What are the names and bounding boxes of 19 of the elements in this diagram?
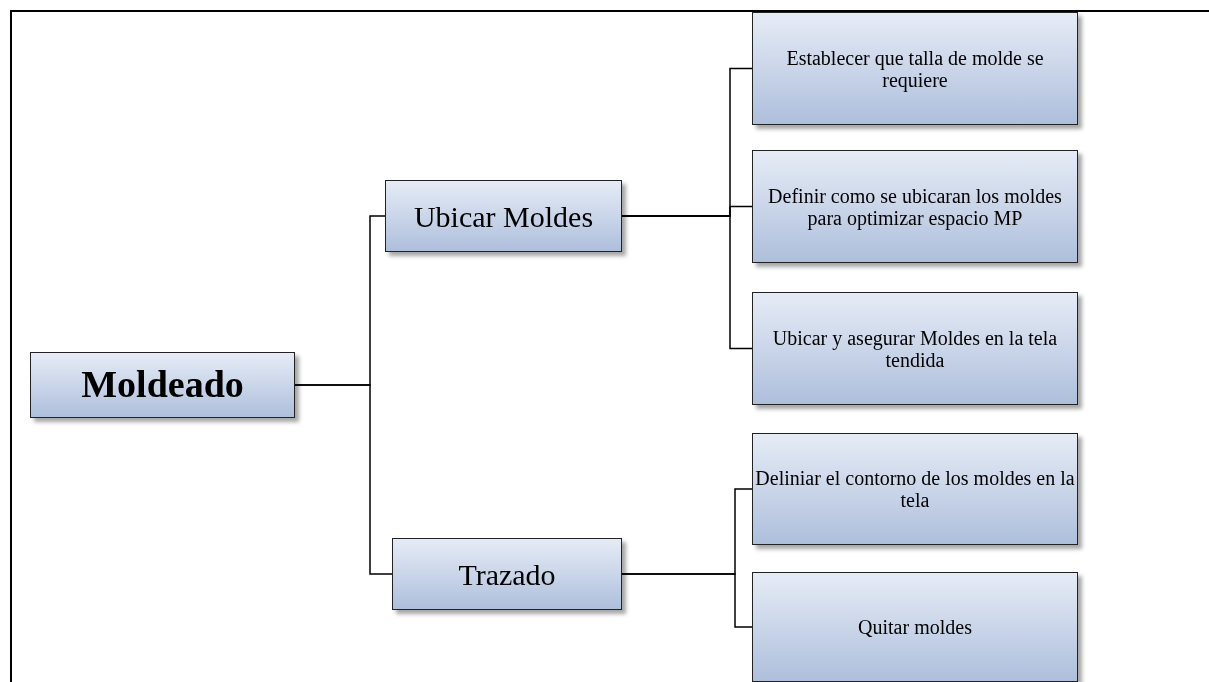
node-label: Ubicar Moldes xyxy=(413,199,594,233)
node-label: Definir como se ubicaran los moldes para optimizar espacio MP xyxy=(767,184,1063,229)
node-label: Deliniar el contorno de los moldes en la tela xyxy=(754,467,1076,511)
process-box xyxy=(392,538,622,610)
process-box xyxy=(752,433,1078,545)
process-box xyxy=(752,292,1078,405)
process-box xyxy=(30,352,295,418)
process-box xyxy=(752,150,1078,263)
node-label: Trazado xyxy=(458,557,556,591)
node-label: Establecer que talla de molde se requiere xyxy=(785,46,1045,91)
connector-line xyxy=(621,215,753,350)
connector-line xyxy=(621,573,753,628)
node-label: Quitar moldes xyxy=(858,616,972,638)
node-label: Moldeado xyxy=(81,364,244,406)
node-label: Ubicar y asegurar Moldes en la tela tendida xyxy=(771,326,1059,371)
process-box xyxy=(385,180,622,252)
connector-line xyxy=(294,384,393,575)
process-box xyxy=(752,572,1078,682)
process-box xyxy=(752,12,1078,125)
